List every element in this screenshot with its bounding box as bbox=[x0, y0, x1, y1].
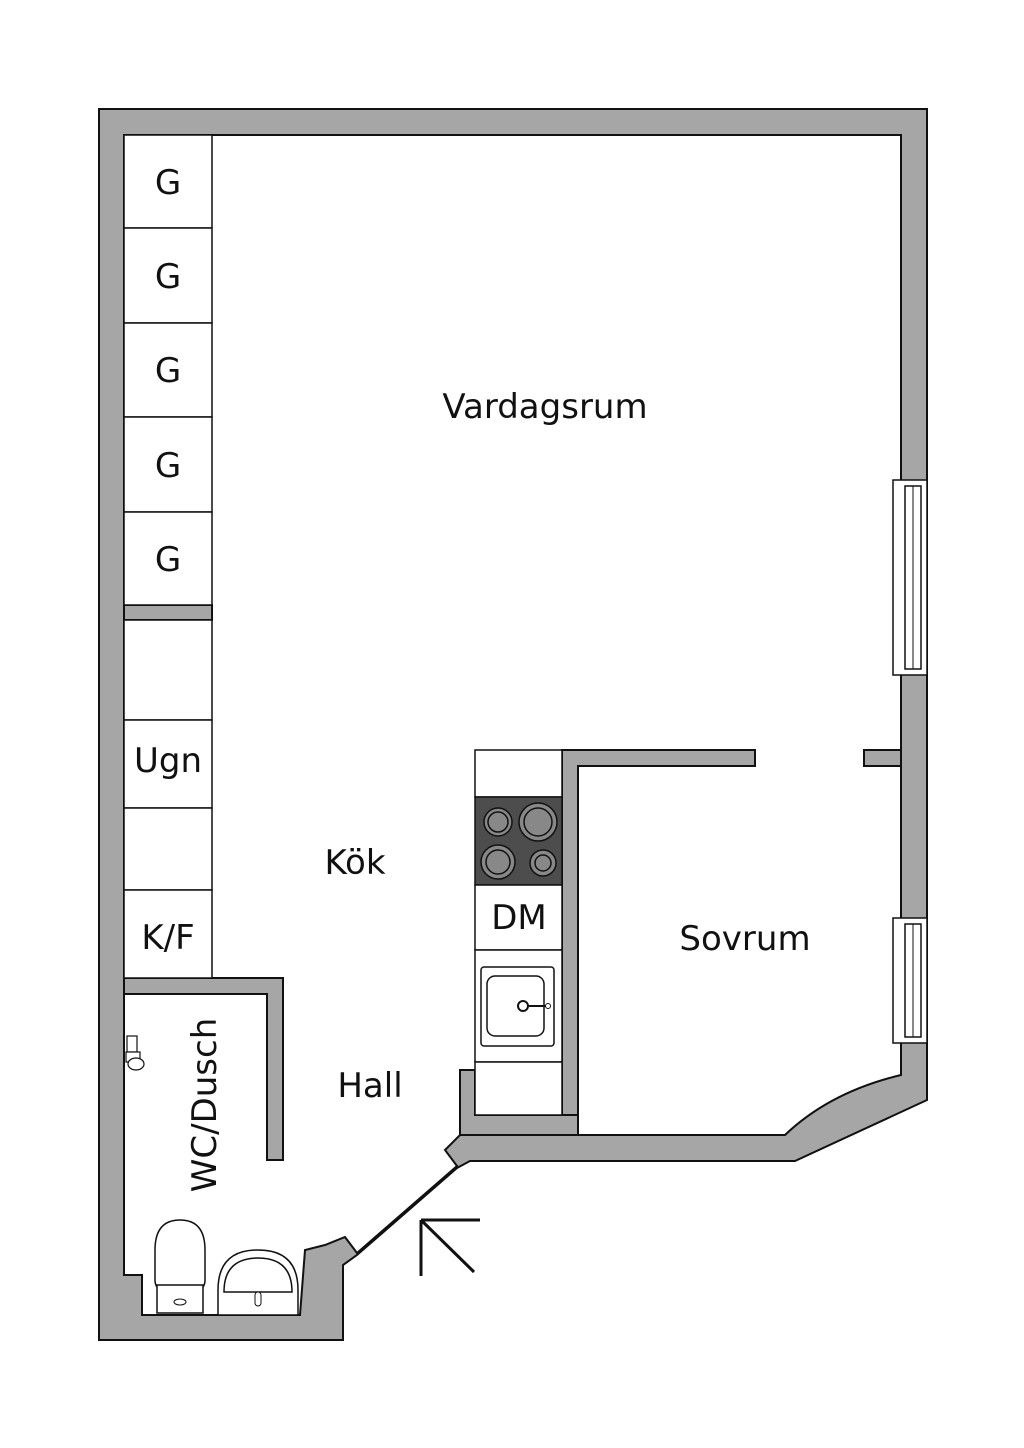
room-label-bathroom: WC/Dusch bbox=[185, 1018, 225, 1193]
oven-label: Ugn bbox=[134, 741, 202, 781]
kitchen-left-counter: Ugn K/F bbox=[123, 619, 213, 979]
dishwasher-label: DM bbox=[491, 898, 547, 938]
kitchen-right-counter: DM bbox=[474, 749, 563, 1116]
entrance-arrow-icon bbox=[419, 1218, 480, 1276]
window-living bbox=[892, 479, 928, 676]
bathroom-sink bbox=[217, 1249, 299, 1316]
wardrobes: G G G G G bbox=[123, 134, 213, 606]
room-label-hall: Hall bbox=[337, 1066, 402, 1106]
wall-bathroom bbox=[123, 977, 284, 1161]
wardrobe-label: G bbox=[155, 257, 181, 297]
room-label-bedroom: Sovrum bbox=[679, 919, 810, 959]
sink bbox=[480, 966, 555, 1047]
interior-floor bbox=[123, 134, 902, 1316]
entrance-door bbox=[356, 1167, 456, 1254]
wall-closet-divider bbox=[123, 604, 213, 621]
toilet bbox=[154, 1219, 206, 1314]
shower-head-icon bbox=[125, 1035, 145, 1071]
stove-burners bbox=[480, 802, 558, 880]
room-label-living: Vardagsrum bbox=[442, 387, 647, 427]
window-bedroom bbox=[892, 917, 928, 1044]
wall-bedroom-stub bbox=[863, 749, 902, 767]
wardrobe-label: G bbox=[155, 446, 181, 486]
wardrobe-label: G bbox=[155, 351, 181, 391]
wardrobe-label: G bbox=[155, 163, 181, 203]
room-label-kitchen: Kök bbox=[324, 843, 385, 883]
wardrobe-label: G bbox=[155, 540, 181, 580]
fridge-label: K/F bbox=[141, 918, 194, 958]
